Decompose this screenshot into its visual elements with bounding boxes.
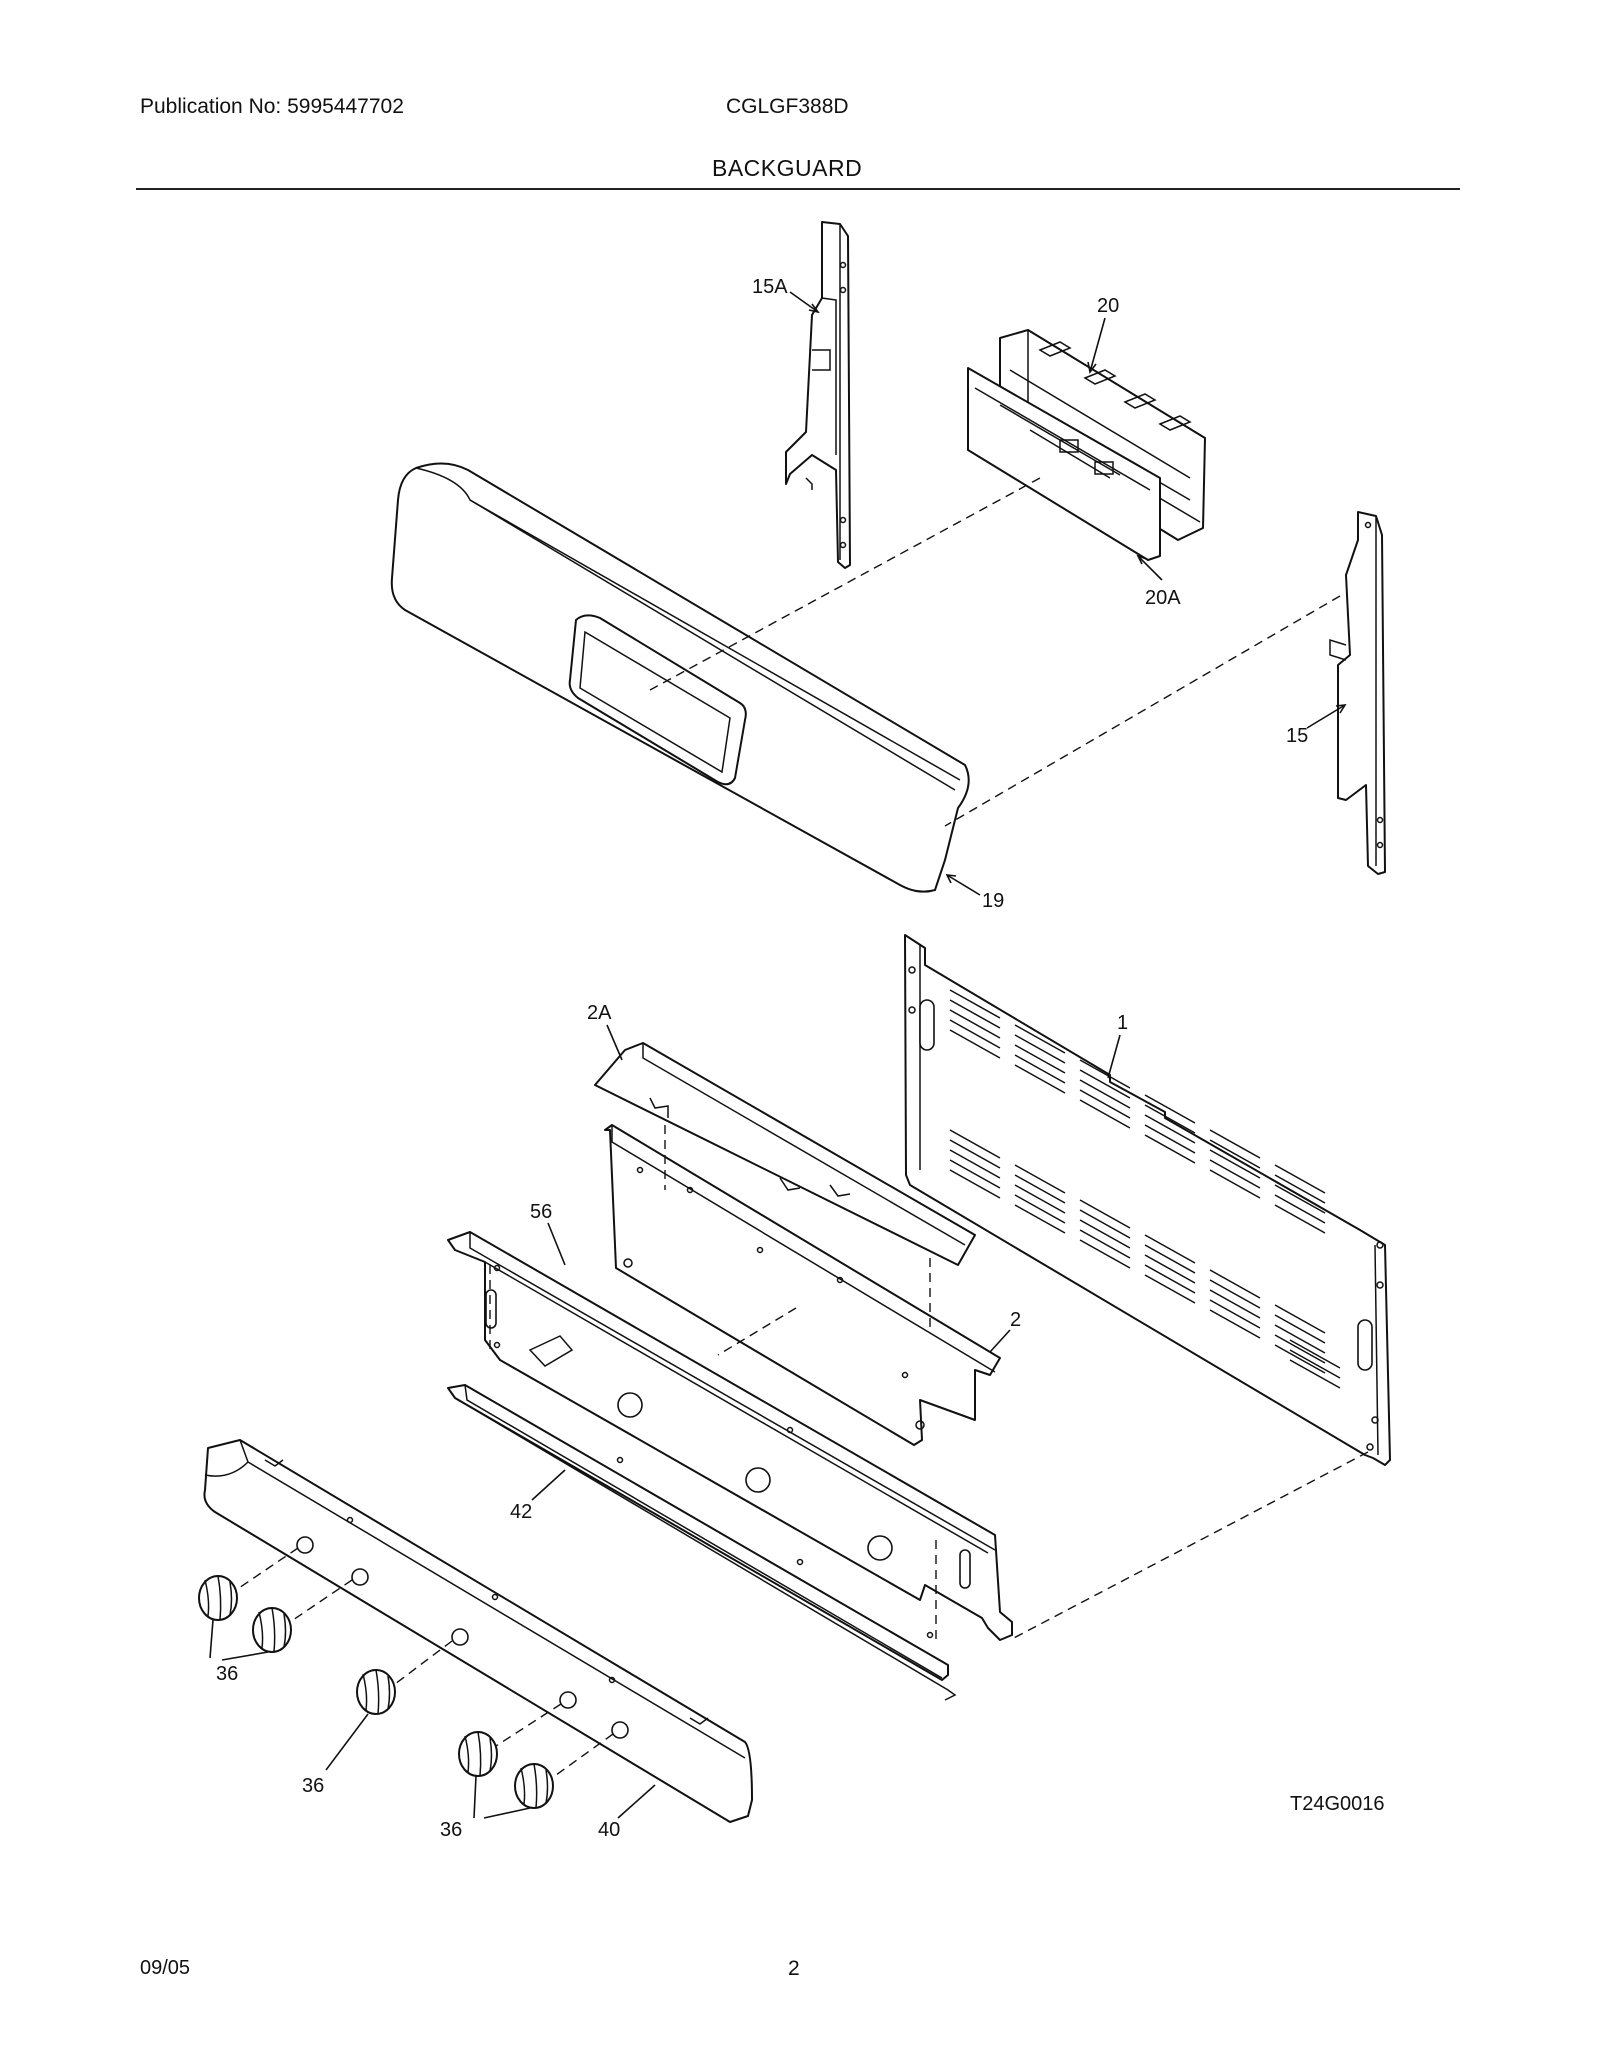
header-divider [136,188,1460,190]
rear-panel-vents [949,989,1341,1389]
knob-4 [458,1731,498,1777]
knob-1 [198,1575,238,1621]
publication-number: Publication No: 5995447702 [140,95,404,118]
knob-5 [514,1763,554,1809]
knob-2 [252,1607,292,1653]
alignment-lines [235,477,1369,1779]
callout-1: 1 [1117,1012,1128,1034]
leader-lines [209,291,1347,1819]
callout-2: 2 [1010,1309,1021,1331]
part-15A-left-bracket [785,221,851,569]
section-title: BACKGUARD [712,155,863,181]
part-1-rear-panel [904,934,1391,1466]
part-2-heat-shield [604,1124,1001,1446]
publication-date: 09/05 [140,1957,191,1979]
part-40-control-panel [203,1439,753,1823]
part-15-right-bracket [1329,511,1386,875]
part-19-backguard-housing [390,462,970,893]
callout-15A: 15A [752,276,788,298]
drawing-id: T24G0016 [1290,1793,1385,1815]
part-20A-overlay [967,367,1161,561]
callout-36-b: 36 [302,1775,324,1797]
part-42-trim-rail [447,1384,957,1701]
callout-36-a: 36 [216,1663,238,1685]
part-36-knobs [198,1575,554,1809]
callout-56: 56 [530,1201,552,1223]
callout-20A: 20A [1145,587,1181,609]
knob-3 [356,1669,396,1715]
callout-19: 19 [982,890,1004,912]
callout-40: 40 [598,1819,620,1841]
model-number: CGLGF388D [726,95,849,118]
part-2A-strip [594,1042,976,1266]
callout-20: 20 [1097,295,1119,317]
page-number: 2 [788,1957,800,1980]
part-56-manifold-panel [447,1231,1013,1641]
callout-36-c: 36 [440,1819,462,1841]
callout-labels: 15A 20 20A 15 19 1 2A 56 2 42 36 36 36 4… [216,276,1308,1841]
callout-15: 15 [1286,725,1308,747]
callout-2A: 2A [587,1002,612,1024]
callout-42: 42 [510,1501,532,1523]
